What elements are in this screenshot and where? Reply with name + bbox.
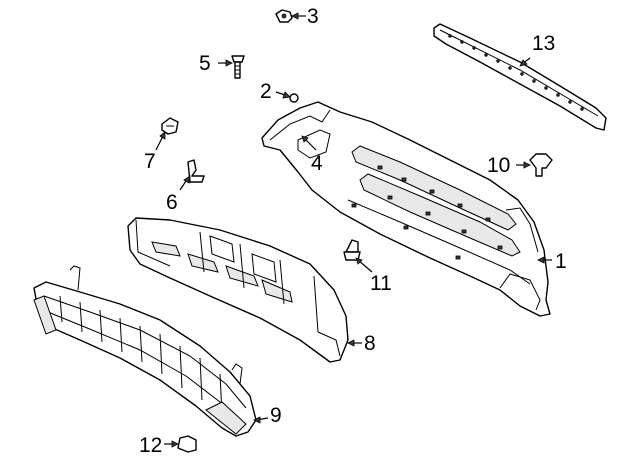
part-3-nut (275, 9, 293, 23)
callout-1: 1 (555, 250, 567, 273)
part-8-energy-absorber (127, 217, 349, 363)
callout-2: 2 (260, 80, 272, 103)
callout-12: 12 (139, 434, 162, 457)
part-2-small-plug (289, 93, 299, 103)
part-6-screw (187, 159, 205, 183)
part-9-reinforcement-beam (33, 265, 257, 437)
callout-10: 10 (487, 154, 510, 177)
callout-13: 13 (532, 32, 555, 55)
callout-8: 8 (364, 332, 376, 355)
part-10-push-pin (529, 153, 553, 177)
part-5-bolt (231, 55, 245, 79)
part-7-clip (161, 117, 179, 135)
part-1-bumper-cover (261, 101, 551, 317)
callout-6: 6 (166, 191, 178, 214)
part-12-bumper-stop (177, 435, 197, 453)
callout-5: 5 (199, 52, 211, 75)
callout-labels: 3 5 2 7 6 4 13 10 1 11 8 9 12 (139, 5, 567, 457)
leader-lines (155, 12, 552, 448)
callout-11: 11 (370, 272, 392, 295)
part-13-step-pad (433, 23, 607, 131)
callout-7: 7 (144, 150, 156, 173)
callout-3: 3 (307, 5, 319, 28)
part-11-retainer-pin (343, 239, 361, 261)
callout-9: 9 (270, 404, 282, 427)
callout-4: 4 (311, 152, 323, 175)
